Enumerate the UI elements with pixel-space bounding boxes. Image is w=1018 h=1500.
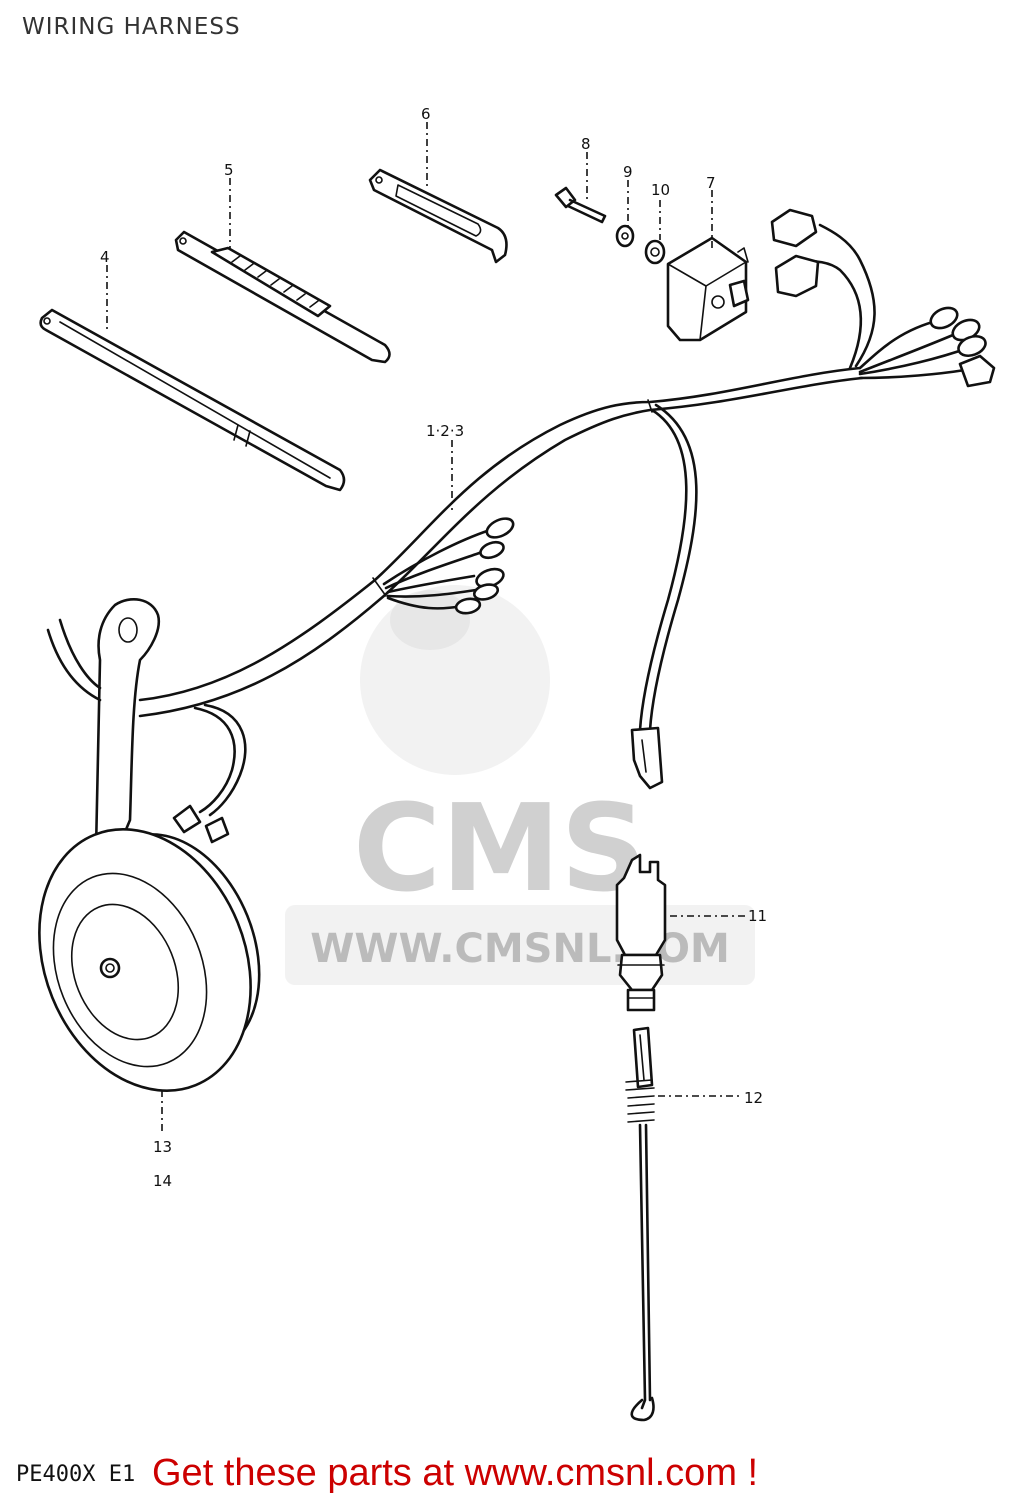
callout-8: 8: [581, 135, 591, 153]
part-1-2-3-harness[interactable]: [138, 366, 864, 844]
parts-link[interactable]: Get these parts at www.cmsnl.com !: [152, 1452, 759, 1494]
callout-6: 6: [421, 105, 431, 123]
watermark: CMS WWW.CMSNL.COM: [285, 585, 755, 985]
callout-11: 11: [748, 907, 767, 925]
harness-middle-terminals[interactable]: [382, 515, 516, 615]
part-12-spring-rod[interactable]: [625, 1026, 655, 1422]
callout-7: 7: [706, 174, 716, 192]
callouts: 4 5 6 7 8 9 10 1·2·3 11 12 13 14: [100, 105, 767, 1190]
part-8-bolt[interactable]: [554, 186, 607, 224]
part-10-washer[interactable]: [644, 239, 666, 265]
callout-4: 4: [100, 248, 110, 266]
part-9-lock-washer[interactable]: [615, 224, 635, 248]
part-7-relay[interactable]: [666, 236, 750, 342]
horn-bracket[interactable]: [46, 597, 161, 882]
part-6-clamp[interactable]: [368, 168, 508, 264]
callout-14: 14: [153, 1172, 172, 1190]
callout-10: 10: [651, 181, 670, 199]
watermark-brand: CMS: [353, 780, 647, 919]
callout-1-2-3: 1·2·3: [426, 422, 464, 440]
watermark-url: WWW.CMSNL.COM: [310, 926, 730, 972]
callout-12: 12: [744, 1089, 763, 1107]
part-5-band[interactable]: [174, 230, 391, 364]
callout-13: 13: [153, 1138, 172, 1156]
callout-9: 9: [623, 163, 633, 181]
part-13-14-horn[interactable]: [2, 797, 291, 1122]
model-code: PE400X E1: [16, 1462, 136, 1487]
callout-5: 5: [224, 161, 234, 179]
leader-lines: [106, 122, 745, 1135]
harness-right-terminals[interactable]: [770, 208, 996, 388]
part-4-strap[interactable]: [39, 308, 346, 492]
part-11-switch[interactable]: [615, 853, 667, 1012]
page-title: WIRING HARNESS: [22, 14, 241, 40]
